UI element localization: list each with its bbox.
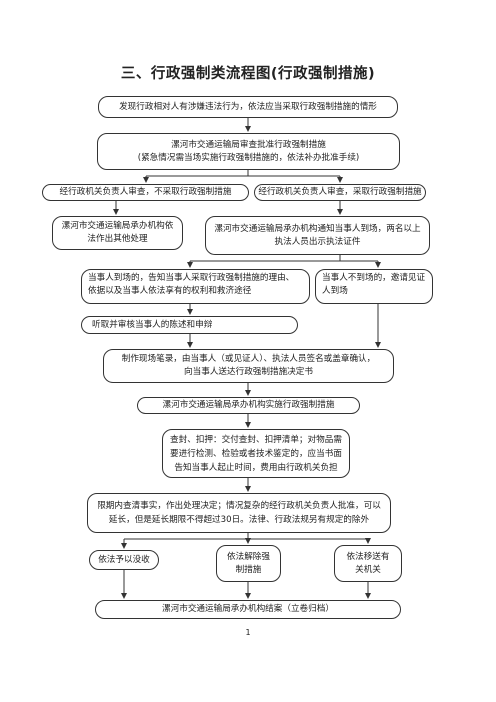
- node-close-case: 漯河市交通运输局承办机构结案（立卷归档）: [95, 600, 401, 619]
- node-confiscate: 依法予以没收: [89, 550, 159, 570]
- node-discover-violation: 发现行政相对人有涉嫌违法行为，依法应当采取行政强制措施的情形: [98, 96, 398, 118]
- node-approve-measure: 漯河市交通运输局审查批准行政强制措施 (紧急情况需当场实施行政强制措施的，依法补…: [97, 133, 400, 170]
- node-transfer-authority: 依法移送有 关机关: [334, 545, 402, 582]
- node-party-absent: 当事人不到场的，邀请见证 人到场: [315, 269, 433, 304]
- node-release-measure: 依法解除强 制措施: [216, 545, 281, 582]
- node-adopt: 经行政机关负责人审查，采取行政强制措施: [254, 184, 426, 201]
- node-seal-detain: 查封、扣押：交付查封、扣押清单；对物品需 要进行检测、检验或者技术鉴定的，应当书…: [162, 429, 350, 478]
- node-make-record: 制作现场笔录，由当事人（或见证人）、执法人员签名或盖章确认， 向当事人送达行政强…: [103, 349, 394, 383]
- node-hear-statement: 听取并审核当事人的陈述和申辩: [81, 316, 298, 334]
- node-party-present: 当事人到场的，告知当事人采取行政强制措施的理由、 依据以及当事人依法享有的权利和…: [81, 269, 310, 304]
- node-implement-measure: 漯河市交通运输局承办机构实施行政强制措施: [137, 397, 360, 414]
- page-number: 1: [245, 628, 251, 637]
- node-not-adopt: 经行政机关负责人审查，不采取行政强制措施: [42, 184, 249, 201]
- node-other-handling: 漯河市交通运输局承办机构依 法作出其他处理: [52, 216, 183, 250]
- node-notify-party: 漯河市交通运输局承办机构通知当事人到场，两名以上 执法人员出示执法证件: [205, 216, 430, 255]
- node-decide-in-time: 限期内查清事实，作出处理决定；情况复杂的经行政机关负责人批准，可以 延长，但是延…: [87, 493, 391, 533]
- page-title: 三、行政强制类流程图(行政强制措施): [120, 66, 376, 82]
